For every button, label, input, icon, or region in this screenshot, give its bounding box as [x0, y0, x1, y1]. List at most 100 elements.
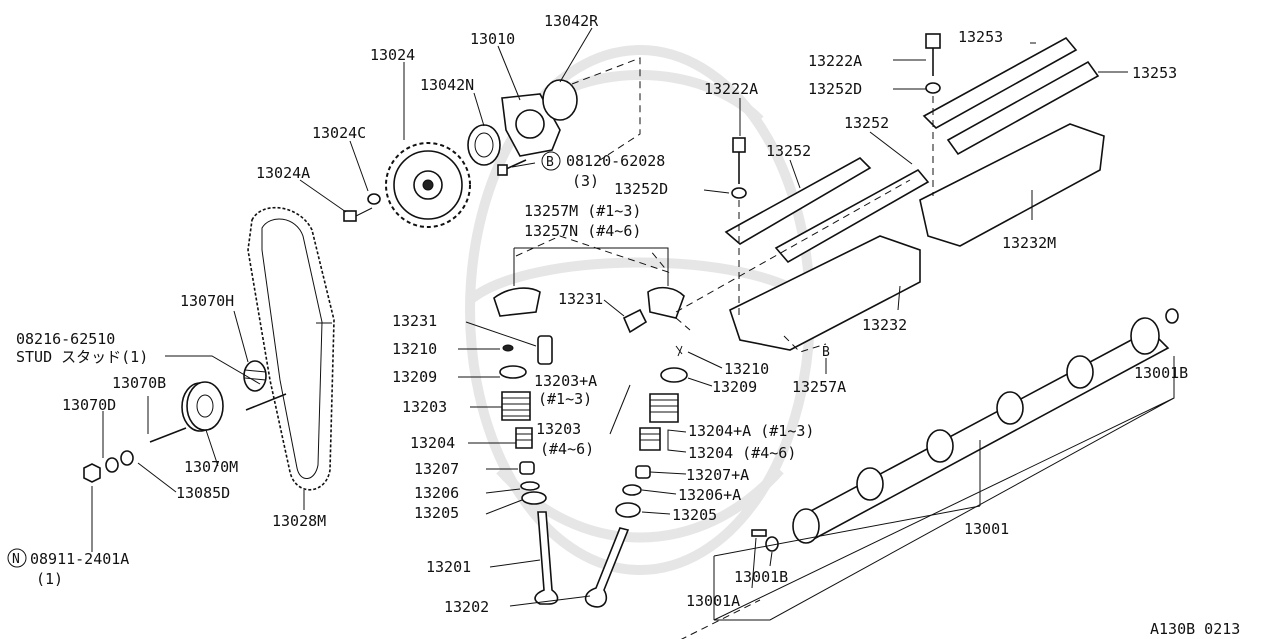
intake-valve-13201[interactable]	[534, 511, 559, 605]
circle-mark-n	[7, 548, 27, 568]
valve-seal-13207[interactable]	[519, 461, 535, 475]
spring-retainer-13209-left[interactable]	[499, 365, 527, 379]
label-13231-left: 13231	[392, 312, 437, 330]
label-13001b-top: 13001B	[1134, 364, 1188, 382]
valve-seal-13207a[interactable]	[635, 465, 651, 479]
part-labels: 13042R 13010 13024 13042N 13024C 13024A …	[7, 12, 1240, 638]
label-13207a: 13207+A	[686, 466, 749, 484]
label-13204-right: 13204 (#4~6)	[688, 444, 796, 462]
rocker-arm-13257m[interactable]	[493, 287, 541, 317]
leader-lines	[91, 27, 1175, 621]
spring-seat-13205-right[interactable]	[615, 502, 641, 518]
label-13257a-mark: B	[822, 345, 830, 360]
tensioner-spring-13070h[interactable]	[243, 360, 267, 392]
label-13070m: 13070M	[184, 458, 238, 476]
camshaft-bracket-13232[interactable]	[729, 235, 921, 351]
label-13232: 13232	[862, 316, 907, 334]
circle-mark-b	[541, 151, 561, 171]
label-13010: 13010	[470, 30, 515, 48]
assembly-guide-lines	[515, 57, 934, 639]
label-08120-prefix: B	[546, 155, 554, 170]
spring-seat-13205[interactable]	[521, 491, 547, 505]
washer-13085d[interactable]	[120, 450, 134, 466]
tensioner-pulley-13070m[interactable]	[181, 381, 224, 432]
label-13070d: 13070D	[62, 396, 116, 414]
bolt-08120[interactable]	[497, 159, 527, 176]
camshaft-bracket-13232m[interactable]	[919, 123, 1105, 247]
label-08120: 08120-62028	[566, 152, 665, 170]
dowel-pin-13001a[interactable]	[751, 529, 767, 537]
lash-adjuster-13231-mid[interactable]	[622, 308, 648, 334]
spring-seat-13206a[interactable]	[622, 484, 642, 496]
spring-retainer-13209-right[interactable]	[660, 367, 688, 383]
inner-spring-13204[interactable]	[515, 427, 533, 449]
label-13206-left: 13206	[414, 484, 459, 502]
label-13207-left: 13207	[414, 460, 459, 478]
rocker-shaft-13253-upper[interactable]	[922, 36, 1100, 156]
label-13204a: 13204+A (#1~3)	[688, 422, 814, 440]
inner-spring-13204a[interactable]	[639, 427, 661, 451]
label-13001a: 13001A	[686, 592, 740, 610]
label-13085d: 13085D	[176, 484, 230, 502]
label-13024c: 13024C	[312, 124, 366, 142]
label-13257a: 13257A	[792, 378, 846, 396]
label-13253-b: 13253	[1132, 64, 1177, 82]
bolt-13222a-left[interactable]	[731, 137, 747, 199]
label-13222a: 13222A	[704, 80, 758, 98]
lash-adjuster-13231-left[interactable]	[537, 335, 553, 365]
outer-spring-13203[interactable]	[501, 391, 531, 421]
label-08911: 08911-2401A	[30, 550, 129, 568]
rocker-shaft-13252-lower[interactable]	[724, 157, 930, 264]
label-08216: 08216-62510	[16, 330, 115, 348]
label-13042r: 13042R	[544, 12, 599, 30]
label-13209-left: 13209	[392, 368, 437, 386]
label-13253-a: 13253	[958, 28, 1003, 46]
label-13252d: 13252D	[614, 180, 668, 198]
label-13070b: 13070B	[112, 374, 166, 392]
valve-collet-13210-left[interactable]	[502, 344, 514, 352]
label-13204-left: 13204	[410, 434, 455, 452]
label-13210-left: 13210	[392, 340, 437, 358]
label-13222a-top: 13222A	[808, 52, 862, 70]
label-13231-mid: 13231	[558, 290, 603, 308]
exhaust-valve-13202[interactable]	[584, 527, 630, 608]
label-08911-qty: (1)	[36, 570, 63, 588]
camshaft-sprocket-13024[interactable]	[385, 142, 471, 228]
timing-belt-13028m[interactable]	[247, 206, 335, 491]
label-13209-right: 13209	[712, 378, 757, 396]
label-13252: 13252	[766, 142, 811, 160]
label-13252-right: 13252	[844, 114, 889, 132]
washer-13070d[interactable]	[105, 457, 119, 473]
label-13206a: 13206+A	[678, 486, 741, 504]
label-13257m: 13257M (#1~3)	[524, 202, 641, 220]
plug-13001b-top[interactable]	[1165, 308, 1179, 324]
bolt-13024a[interactable]	[343, 207, 373, 222]
camshaft-13001[interactable]	[792, 317, 1170, 544]
label-13205-right: 13205	[672, 506, 717, 524]
oil-seal-13042n[interactable]	[467, 124, 501, 166]
label-stud: STUD スタッド(1)	[16, 348, 148, 366]
label-13203-mid: 13203	[536, 420, 581, 438]
label-13257n: 13257N (#4~6)	[524, 222, 641, 240]
label-13232m: 13232M	[1002, 234, 1056, 252]
label-13001b: 13001B	[734, 568, 788, 586]
bolt-13222a-right[interactable]	[925, 33, 941, 94]
spring-seat-13206[interactable]	[520, 481, 540, 491]
label-13203a-sub: (#1~3)	[538, 390, 592, 408]
o-ring-13042r[interactable]	[542, 79, 578, 121]
label-08911-prefix: N	[12, 552, 20, 567]
label-13028m: 13028M	[272, 512, 326, 530]
rocker-arm-13257n[interactable]	[647, 286, 685, 319]
label-13203: 13203	[402, 398, 447, 416]
label-13205-left: 13205	[414, 504, 459, 522]
label-13024: 13024	[370, 46, 415, 64]
valve-collet-13210-right[interactable]	[675, 345, 683, 357]
outer-spring-13203a[interactable]	[649, 393, 679, 423]
nut-08911[interactable]	[83, 463, 101, 483]
label-08120-qty: (3)	[572, 172, 599, 190]
label-13001: 13001	[964, 520, 1009, 538]
label-13203-mid-sub: (#4~6)	[540, 440, 594, 458]
stud-13070b[interactable]	[149, 393, 287, 443]
washer-13024c[interactable]	[367, 193, 381, 205]
